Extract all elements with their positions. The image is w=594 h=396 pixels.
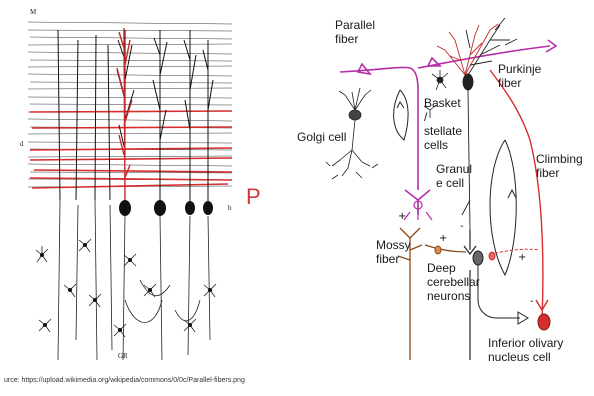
deep-red-nucleus xyxy=(489,252,495,260)
top-layer-mark: M xyxy=(30,8,36,16)
sign-minus-purkinje: - xyxy=(460,221,464,232)
mossy-terminal xyxy=(435,246,441,254)
purkinje-fiber-label: Purkinje fiber xyxy=(498,62,541,90)
descending-axons xyxy=(58,200,210,360)
granule-cell-label: Granul e cell xyxy=(436,162,472,190)
climbing-fiber-label: Climbing fiber xyxy=(536,152,583,180)
highlighted-fibers xyxy=(30,111,232,188)
purkinje-axon xyxy=(464,230,476,254)
climbing-fiber xyxy=(490,70,548,320)
purkinje-letter-label: P xyxy=(246,184,261,210)
histology-drawing xyxy=(28,22,232,360)
sign-minus-olive: - xyxy=(530,296,534,307)
collateral-link xyxy=(490,249,540,254)
deep-cerebellar-label: Deep cerebellar neurons xyxy=(427,261,480,303)
sign-plus-climbing: + xyxy=(518,252,526,263)
mossy-fiber-label: Mossy fiber xyxy=(376,238,411,266)
parallel-fiber-loop xyxy=(394,90,408,140)
purkinje-somata xyxy=(119,200,213,216)
inferior-olivary-label: Inferior olivary nucleus cell xyxy=(488,336,563,364)
bottom-layer-mark: GR xyxy=(118,352,128,360)
sign-plus-mossy: + xyxy=(439,233,447,244)
source-caption: urce: https://upload.wikimedia.org/wikip… xyxy=(4,377,245,384)
side-mark-b: b xyxy=(228,204,232,212)
golgi-cell-label: Golgi cell xyxy=(297,130,346,144)
basket-stellate-label: Basket / stellate cells xyxy=(424,96,462,152)
inferior-olive-cell xyxy=(538,314,550,330)
side-mark-d: d xyxy=(20,140,24,148)
sign-plus-granule: + xyxy=(398,211,406,222)
parallel-fiber-label: Parallel fiber xyxy=(335,18,375,46)
